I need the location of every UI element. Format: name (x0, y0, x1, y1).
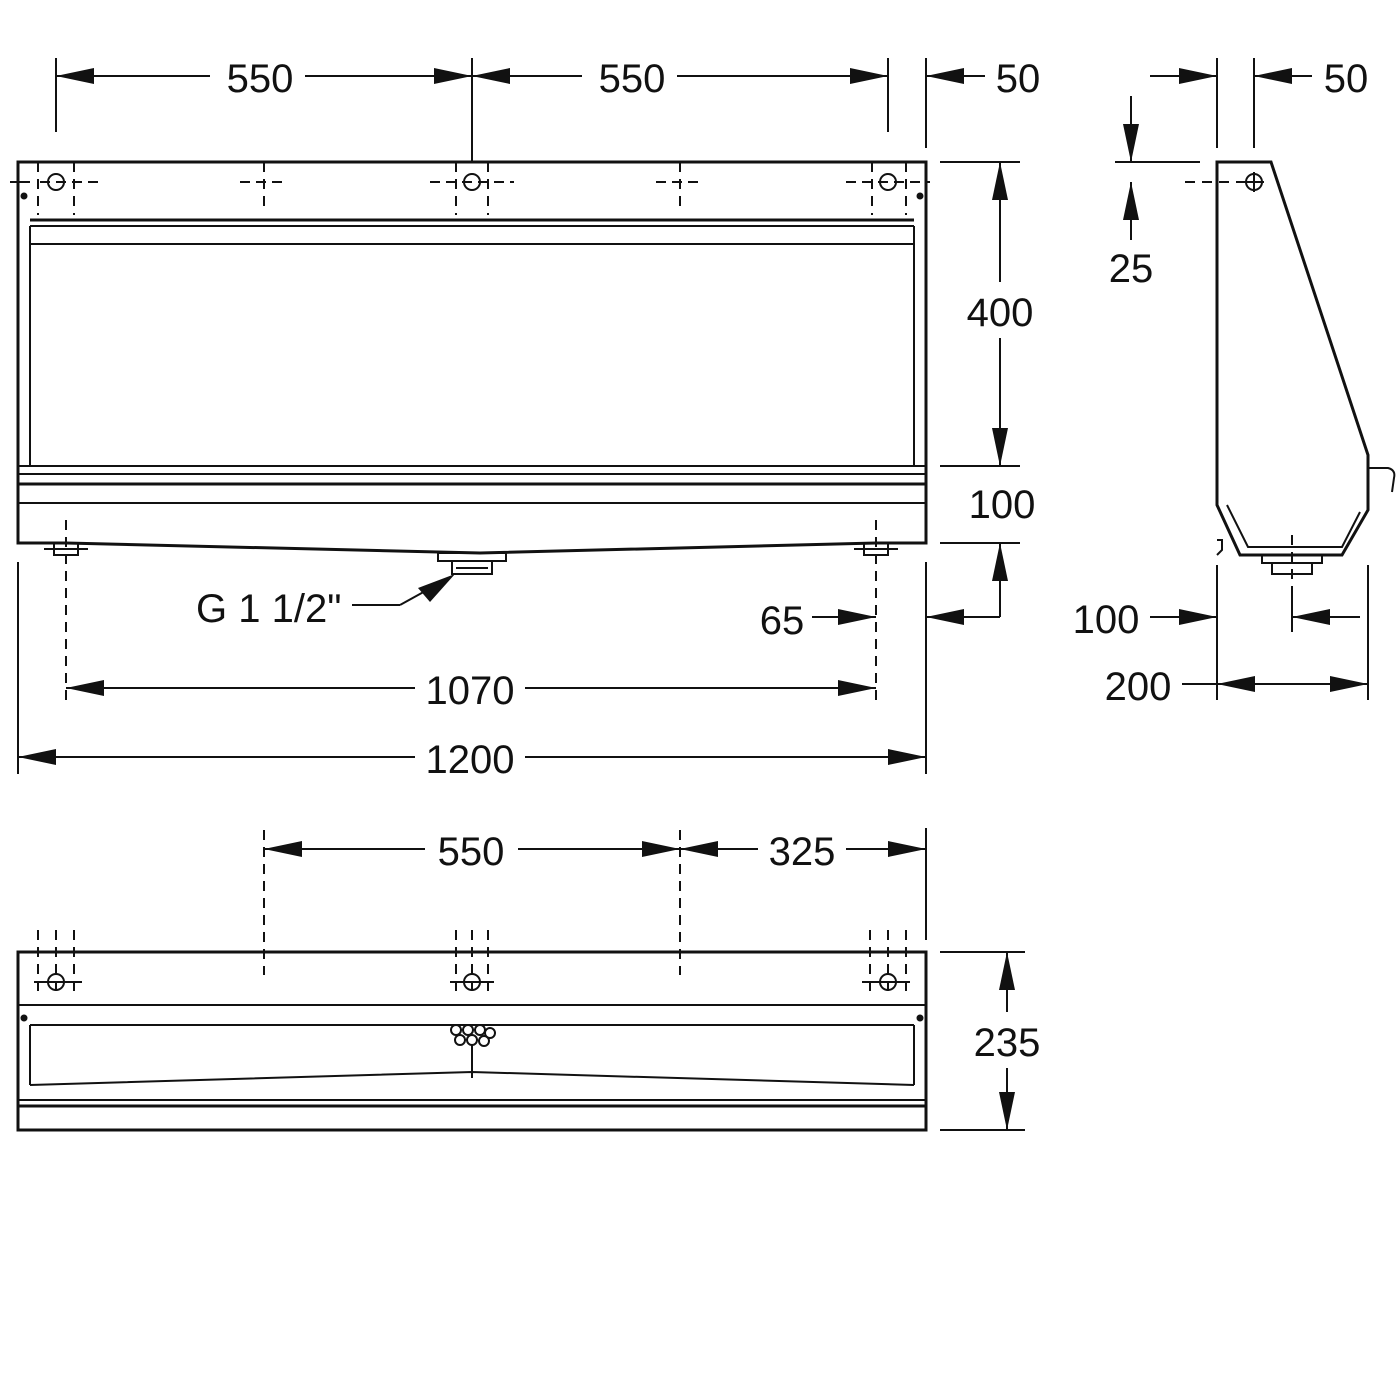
front-body-outline (16, 160, 928, 555)
top-view: 550 325 235 (16, 828, 1041, 1132)
dim-top-spacing: 550 (438, 830, 505, 874)
dim-front-top-edge: 50 (996, 57, 1041, 101)
front-drain (437, 552, 507, 575)
drain-thread-label: G 1 1/2" (196, 587, 341, 631)
dim-front-total-width: 1200 (426, 738, 515, 782)
dim-front-top-left: 550 (227, 57, 294, 101)
top-body-outline (16, 950, 928, 1132)
dim-top-depth: 235 (974, 1021, 1041, 1065)
front-mounting-holes (10, 162, 930, 215)
dim-front-height-lower: 100 (969, 483, 1036, 527)
top-drain-strainer (450, 1024, 496, 1047)
dim-side-drain-offset: 100 (1073, 598, 1140, 642)
dim-side-hole-offset: 25 (1109, 247, 1154, 291)
dim-front-top-right: 550 (599, 57, 666, 101)
front-view: 550 550 50 400 100 65 G 1 1/2" (10, 57, 1040, 782)
dim-side-top-edge: 50 (1324, 57, 1369, 101)
dim-front-height-upper: 400 (967, 291, 1034, 335)
dim-top-end-offset: 325 (769, 830, 836, 874)
side-body-outline (1215, 160, 1370, 557)
dim-front-drain-offset: 65 (760, 599, 805, 643)
side-view: 50 25 100 200 (1073, 57, 1396, 709)
top-mounting-holes (34, 930, 910, 995)
side-drain (1261, 535, 1323, 590)
dim-front-bracket-span: 1070 (426, 669, 515, 713)
dim-side-depth: 200 (1105, 665, 1172, 709)
